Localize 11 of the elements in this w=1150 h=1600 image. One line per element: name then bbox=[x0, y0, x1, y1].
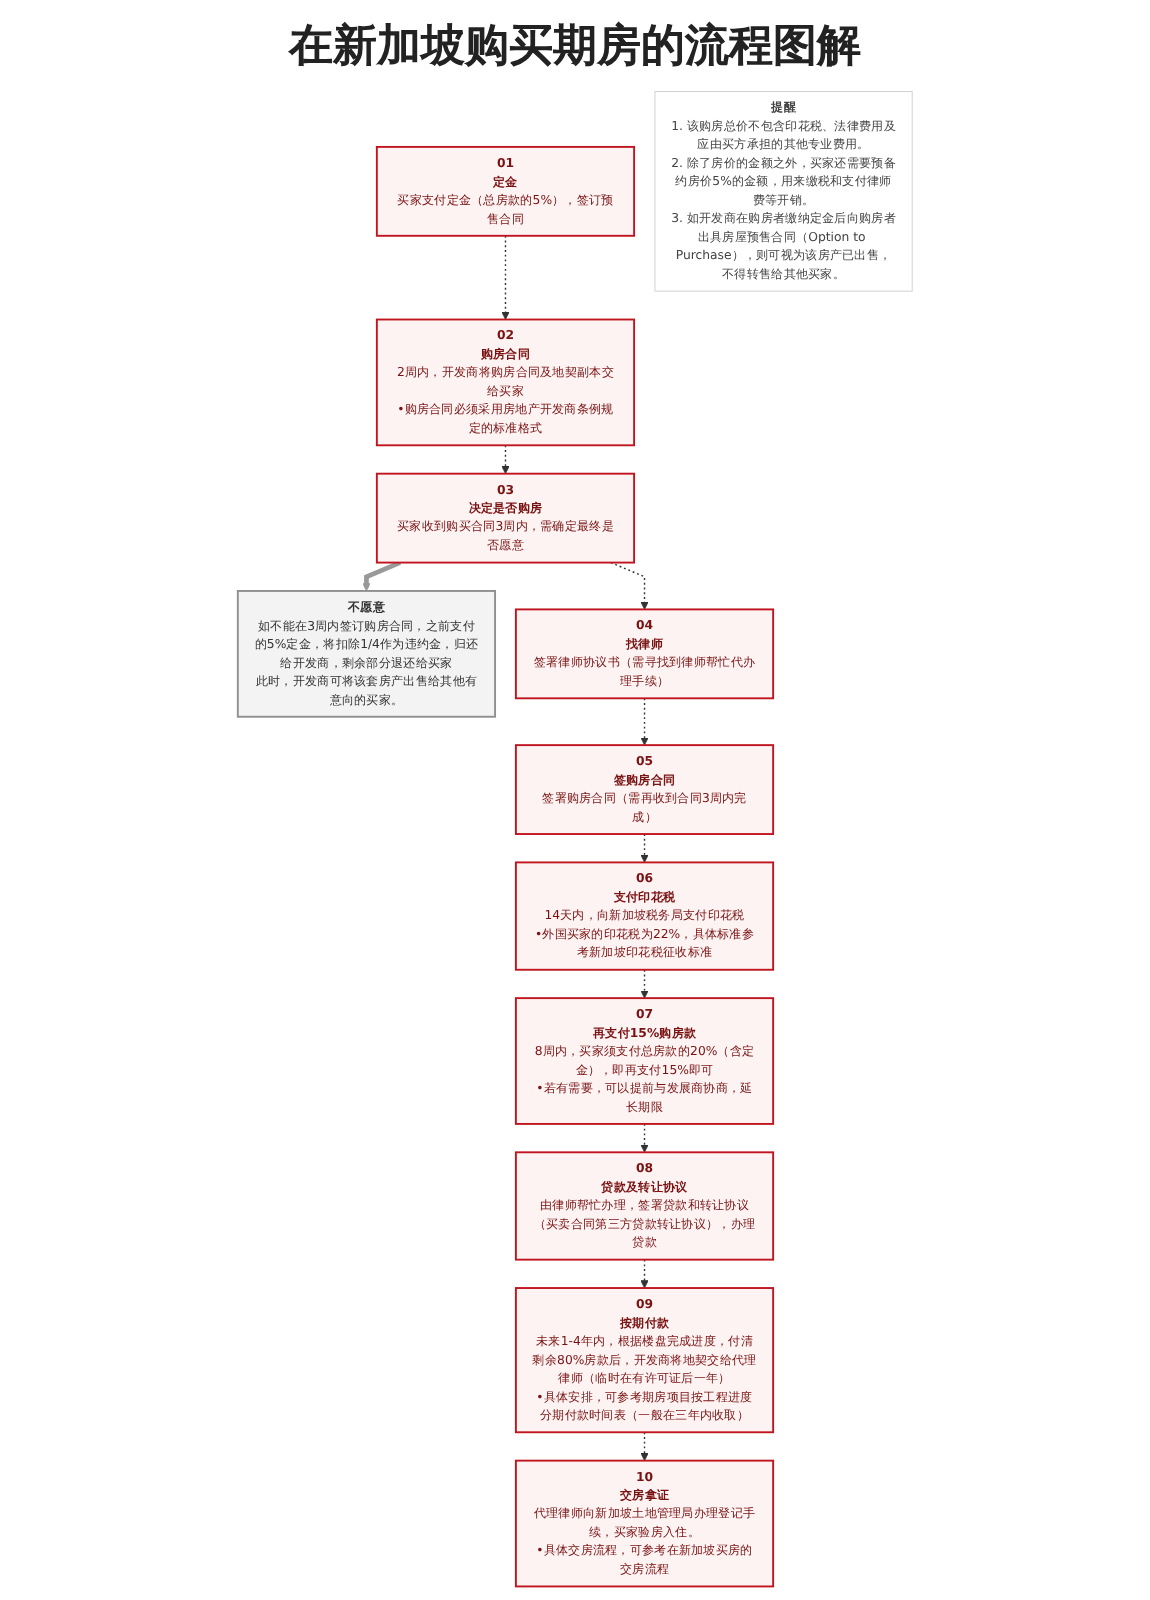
title: 在新加坡购买期房的流程图解 bbox=[286, 19, 863, 76]
arrow bbox=[362, 560, 401, 592]
arrow bbox=[640, 697, 649, 746]
arrow bbox=[640, 1258, 649, 1289]
arrow bbox=[610, 561, 649, 610]
arrow bbox=[501, 235, 510, 320]
arrow bbox=[640, 969, 649, 999]
arrow bbox=[640, 833, 649, 863]
arrow bbox=[640, 1123, 649, 1153]
arrow bbox=[640, 1431, 649, 1461]
arrow bbox=[501, 444, 510, 475]
